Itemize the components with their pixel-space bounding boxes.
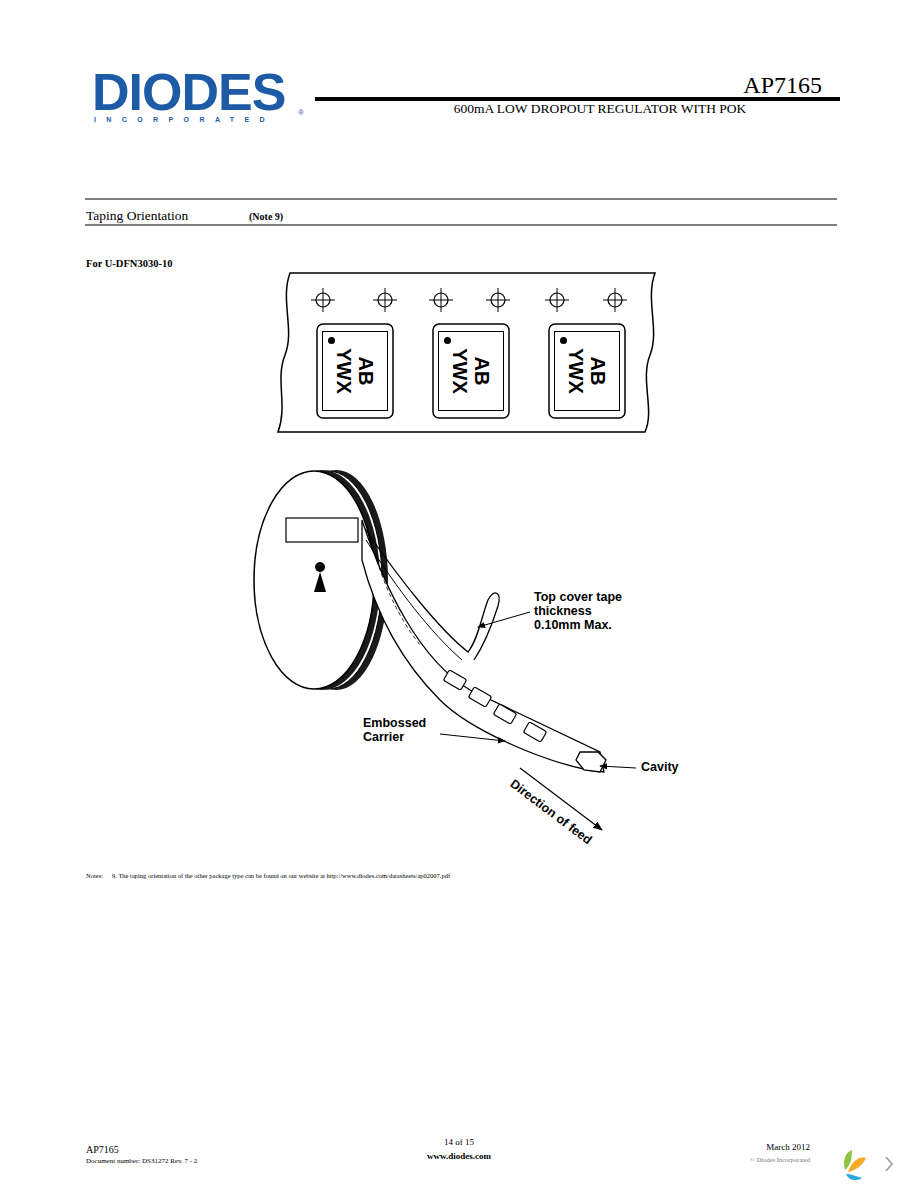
leader-arrow bbox=[478, 612, 530, 627]
footer-copyright: © Diodes Incorporated bbox=[750, 1156, 810, 1163]
marked-device: ABYWX bbox=[322, 331, 388, 411]
logo-tagline: INCORPORATED bbox=[94, 116, 275, 123]
footer-doc-number: Document number: DS31272 Rev. 7 - 2 bbox=[86, 1157, 197, 1165]
footer-website: www.diodes.com bbox=[427, 1151, 491, 1161]
logo-wordmark: DIODES bbox=[92, 62, 285, 122]
footer-date: March 2012 bbox=[766, 1142, 810, 1152]
callout-label: Embossed Carrier bbox=[363, 716, 437, 744]
callout-label: Top cover tape thickness 0.10mm Max. bbox=[534, 590, 638, 632]
marking-code: AB bbox=[355, 348, 377, 394]
marking-code: AB bbox=[587, 348, 609, 394]
date-code: YWX bbox=[449, 348, 471, 394]
marked-device: ABYWX bbox=[554, 331, 620, 411]
feed-direction-label: Direction of feed bbox=[507, 777, 594, 848]
nav-chevron bbox=[886, 1157, 892, 1171]
top-cover-tape bbox=[366, 540, 462, 660]
note-heading: Notes: bbox=[86, 872, 103, 879]
top-cover-tape bbox=[366, 530, 499, 660]
date-code: YWX bbox=[565, 348, 587, 394]
carrier-tape bbox=[278, 273, 655, 432]
marking-block: ABYWX bbox=[565, 348, 609, 394]
pin1-dot bbox=[560, 337, 567, 344]
date-code: YWX bbox=[333, 348, 355, 394]
section-rule bbox=[85, 198, 837, 199]
page-subtitle: 600mA LOW DROPOUT REGULATOR WITH POK bbox=[454, 101, 747, 117]
note-reference: (Note 9) bbox=[249, 211, 283, 222]
tape-pocket bbox=[433, 324, 509, 418]
tape-pocket bbox=[549, 324, 625, 418]
marking-block: ABYWX bbox=[333, 348, 377, 394]
part-number: AP7165 bbox=[743, 72, 822, 99]
leader-arrow bbox=[600, 766, 636, 768]
embossed-carrier bbox=[362, 520, 606, 772]
section-heading: Taping Orientation bbox=[86, 208, 188, 224]
section-rule bbox=[85, 224, 837, 225]
page-number: 14 of 15 bbox=[444, 1137, 474, 1147]
viewer-logo bbox=[844, 1150, 866, 1180]
registered-mark: ® bbox=[298, 108, 304, 117]
footer-part-number: AP7165 bbox=[86, 1144, 119, 1155]
marking-code: AB bbox=[471, 348, 493, 394]
marking-block: ABYWX bbox=[449, 348, 493, 394]
package-heading: For U-DFN3030-10 bbox=[86, 258, 172, 269]
sprocket-holes bbox=[311, 288, 627, 312]
tape-pocket bbox=[317, 324, 393, 418]
pin1-dot bbox=[328, 337, 335, 344]
callout-label: Cavity bbox=[641, 760, 679, 774]
pin1-dot bbox=[444, 337, 451, 344]
note-text: 9. The taping orientation of the other p… bbox=[112, 872, 450, 879]
leader-arrow bbox=[440, 734, 505, 741]
marked-device: ABYWX bbox=[438, 331, 504, 411]
